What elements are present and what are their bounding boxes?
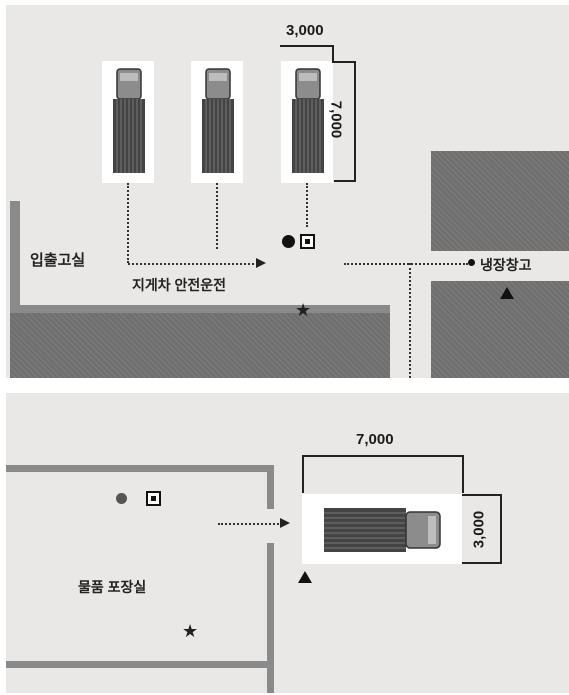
circle-marker-icon xyxy=(116,493,127,504)
storage-route-vertical xyxy=(409,263,411,378)
truck-parking-slot-3 xyxy=(281,61,333,183)
truck-icon xyxy=(324,508,441,552)
room-label-packing: 물품 포장실 xyxy=(78,579,147,595)
left-wall xyxy=(10,201,20,309)
dim-width-label: 3,000 xyxy=(470,510,488,549)
room-right-wall-upper xyxy=(267,465,274,509)
room-right-wall-lower xyxy=(267,543,274,693)
truck-icon xyxy=(292,68,324,173)
arrow-right-icon xyxy=(280,518,290,528)
square-marker-icon xyxy=(146,491,161,506)
bottom-wall-edge xyxy=(10,305,390,313)
bottom-hatched-wall xyxy=(10,309,390,378)
route-line-2 xyxy=(216,183,218,249)
dim-width-line xyxy=(500,494,502,564)
room-bottom-wall xyxy=(6,661,274,668)
truck-icon xyxy=(202,68,234,173)
forklift-route-line xyxy=(128,263,258,265)
triangle-marker-icon xyxy=(500,287,514,299)
room-label-loading: 입출고실 xyxy=(30,252,86,269)
route-line-1 xyxy=(127,183,129,263)
arrow-right-icon xyxy=(256,258,266,268)
dim-width-tick-bottom xyxy=(462,562,502,564)
truck-parking-slot-2 xyxy=(191,61,243,183)
star-icon: ★ xyxy=(295,300,312,320)
storage-route-horizontal xyxy=(344,263,468,265)
dim-width-line xyxy=(280,45,334,47)
storage-block-upper xyxy=(431,151,569,251)
truck-parking-slot-1 xyxy=(102,61,154,183)
circle-marker-icon xyxy=(282,235,295,248)
dim-width-tick xyxy=(332,45,334,63)
truck-icon xyxy=(113,68,145,173)
route-line-3 xyxy=(306,183,308,227)
dim-width-label: 3,000 xyxy=(286,22,324,39)
triangle-marker-icon xyxy=(298,571,312,583)
star-icon: ★ xyxy=(182,621,199,641)
dim-length-tick-right xyxy=(462,455,464,493)
top-floor-plan: 3,000 7,000 ★ 입출고실 지게차 안전운전 냉장창고 xyxy=(6,5,569,378)
storage-label: 냉장창고 xyxy=(480,257,532,273)
dim-length-line xyxy=(354,62,356,182)
dim-length-line xyxy=(302,455,464,457)
bottom-floor-plan: 7,000 3,000 ★ 물품 포장실 xyxy=(6,393,569,693)
route-line xyxy=(218,523,282,525)
dim-length-tick-bottom xyxy=(334,180,356,182)
dim-width-end xyxy=(332,61,356,63)
dim-width-tick-top xyxy=(462,494,502,496)
room-top-wall xyxy=(6,465,274,472)
square-marker-icon xyxy=(300,234,315,249)
dim-length-label: 7,000 xyxy=(327,100,345,139)
dim-length-label: 7,000 xyxy=(356,431,394,448)
dim-length-tick-left xyxy=(302,455,304,493)
route-label: 지게차 안전운전 xyxy=(132,277,227,293)
storage-point-dot xyxy=(468,259,475,266)
truck-loading-bay xyxy=(302,494,462,564)
